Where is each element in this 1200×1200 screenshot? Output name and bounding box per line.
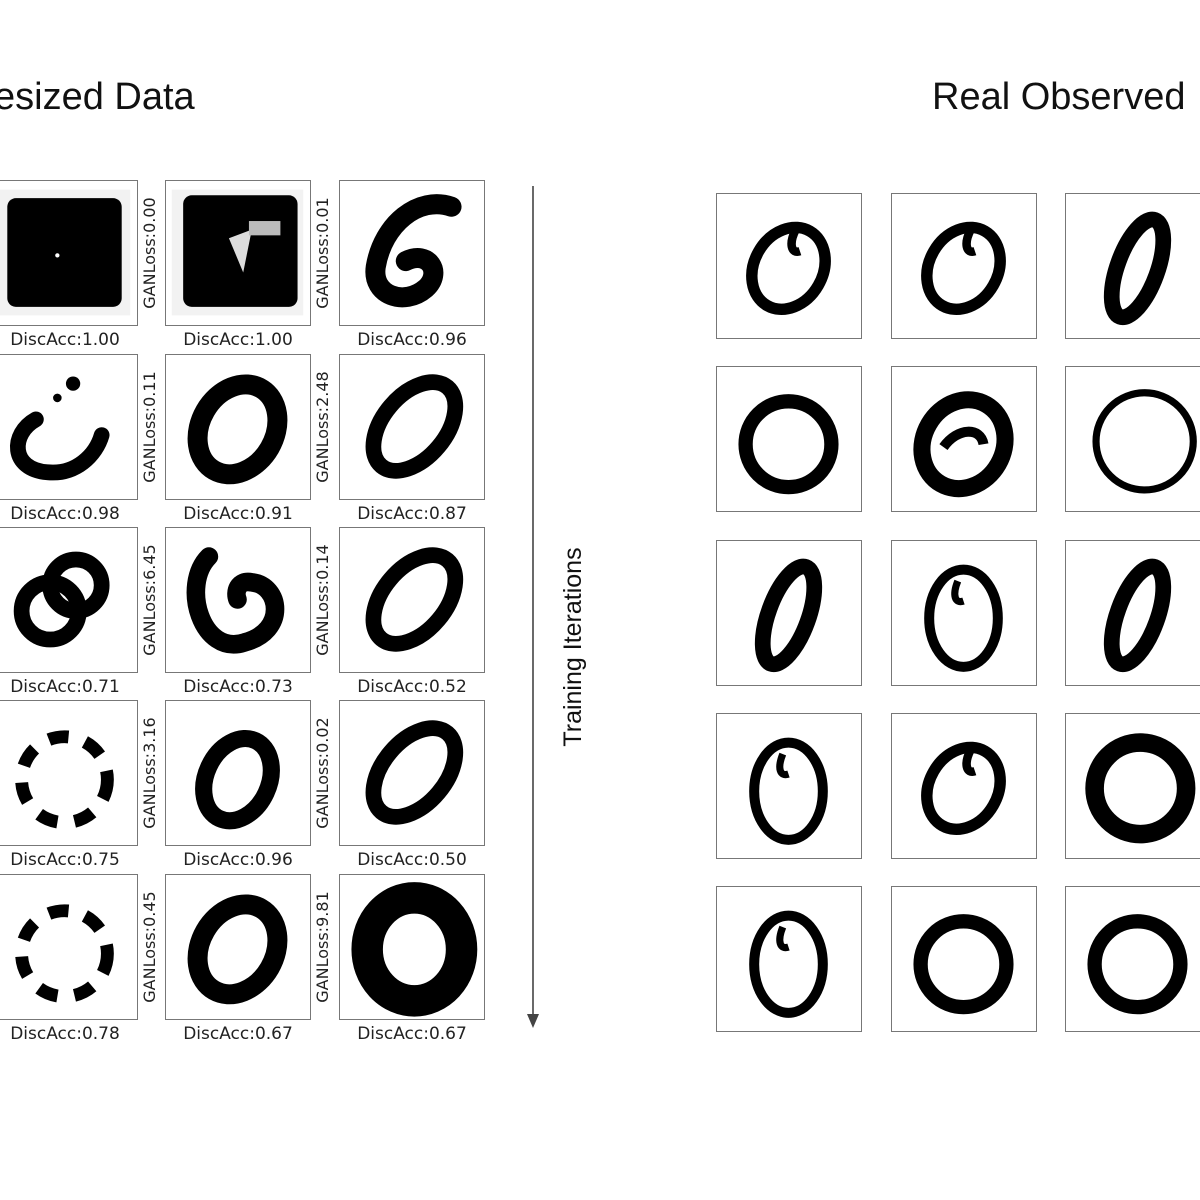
real-digit-image [1092,389,1197,494]
real-sample-panel [891,193,1037,339]
synthesized-sample-panel [339,354,485,500]
real-digit-image [1085,733,1196,844]
real-sample-panel [891,366,1037,512]
synthesized-sample-panel [0,527,138,673]
synthesized-sample-panel [339,527,485,673]
generated-digit-image [187,894,288,1005]
disc-acc-label: DiscAcc:1.00 [183,330,293,350]
real-digit-image [749,737,828,845]
real-observed-title: Real Observed [932,76,1186,118]
generated-digit-image [0,189,131,316]
real-sample-panel [891,540,1037,686]
disc-acc-label: DiscAcc:0.50 [357,850,467,870]
synthesized-sample-panel [165,874,311,1020]
disc-acc-label: DiscAcc:0.96 [183,850,293,870]
gan-loss-label: GANLoss:9.81 [313,891,332,1003]
real-digit-image [1087,914,1188,1015]
real-sample-panel [1065,366,1200,512]
real-sample-panel [891,886,1037,1032]
disc-acc-label: DiscAcc:0.87 [357,504,467,524]
real-digit-image [921,741,1006,836]
real-digit-image [921,221,1006,316]
synthesized-sample-panel [165,700,311,846]
disc-acc-label: DiscAcc:0.91 [183,504,293,524]
generated-digit-image [186,547,285,654]
real-sample-panel [1065,193,1200,339]
real-sample-panel [716,886,862,1032]
real-sample-panel [891,713,1037,859]
generated-digit-image [365,720,464,825]
gan-loss-label: GANLoss:0.01 [313,197,332,309]
real-sample-panel [1065,886,1200,1032]
gan-loss-label: GANLoss:0.45 [140,891,159,1003]
generated-digit-image [15,904,114,1003]
synthesized-sample-panel [165,180,311,326]
generated-digit-image [187,374,288,485]
synthesized-sample-panel [165,527,311,673]
real-sample-panel [716,540,862,686]
training-iterations-label: Training Iterations [559,547,587,747]
real-sample-panel [1065,540,1200,686]
real-sample-panel [1065,713,1200,859]
real-digit-image [746,221,831,316]
synthesized-sample-panel [0,700,138,846]
synthesized-sample-panel [0,354,138,500]
disc-acc-label: DiscAcc:0.71 [10,677,120,697]
gan-loss-label: GANLoss:0.11 [140,371,159,483]
real-digit-image [924,564,1003,672]
synthesized-sample-panel [0,180,138,326]
real-digit-image [1103,211,1172,326]
disc-acc-label: DiscAcc:0.73 [183,677,293,697]
synthesized-sample-panel [339,874,485,1020]
real-digit-image [1103,558,1172,673]
disc-acc-label: DiscAcc:1.00 [10,330,120,350]
generated-digit-image [13,551,110,648]
generated-digit-image [10,376,110,481]
real-sample-panel [716,366,862,512]
disc-acc-label: DiscAcc:0.98 [10,504,120,524]
gan-loss-label: GANLoss:3.16 [140,717,159,829]
real-digit-image [913,914,1014,1015]
gan-loss-label: GANLoss:0.14 [313,544,332,656]
training-iterations-arrow [527,186,539,1028]
real-sample-panel [716,193,862,339]
synthesized-sample-panel [339,700,485,846]
synthesized-sample-panel [165,354,311,500]
real-digit-image [913,391,1014,498]
disc-acc-label: DiscAcc:0.67 [183,1024,293,1044]
generated-digit-image [365,194,462,308]
generated-digit-image [15,730,114,829]
disc-acc-label: DiscAcc:0.78 [10,1024,120,1044]
generated-digit-image [171,189,304,316]
disc-acc-label: DiscAcc:0.75 [10,850,120,870]
gan-loss-label: GANLoss:0.02 [313,717,332,829]
real-digit-image [738,394,839,495]
generated-digit-image [195,729,280,830]
synthesized-sample-panel [339,180,485,326]
disc-acc-label: DiscAcc:0.52 [357,677,467,697]
real-sample-panel [716,713,862,859]
synthesized-data-title: esized Data [0,76,195,118]
disc-acc-label: DiscAcc:0.67 [357,1024,467,1044]
generated-digit-image [351,882,478,1017]
gan-loss-label: GANLoss:6.45 [140,544,159,656]
synthesized-sample-panel [0,874,138,1020]
generated-digit-image [365,547,464,652]
real-digit-image [754,558,823,673]
generated-digit-image [365,374,464,479]
real-digit-image [749,910,828,1018]
gan-loss-label: GANLoss:2.48 [313,371,332,483]
disc-acc-label: DiscAcc:0.96 [357,330,467,350]
gan-loss-label: GANLoss:0.00 [140,197,159,309]
